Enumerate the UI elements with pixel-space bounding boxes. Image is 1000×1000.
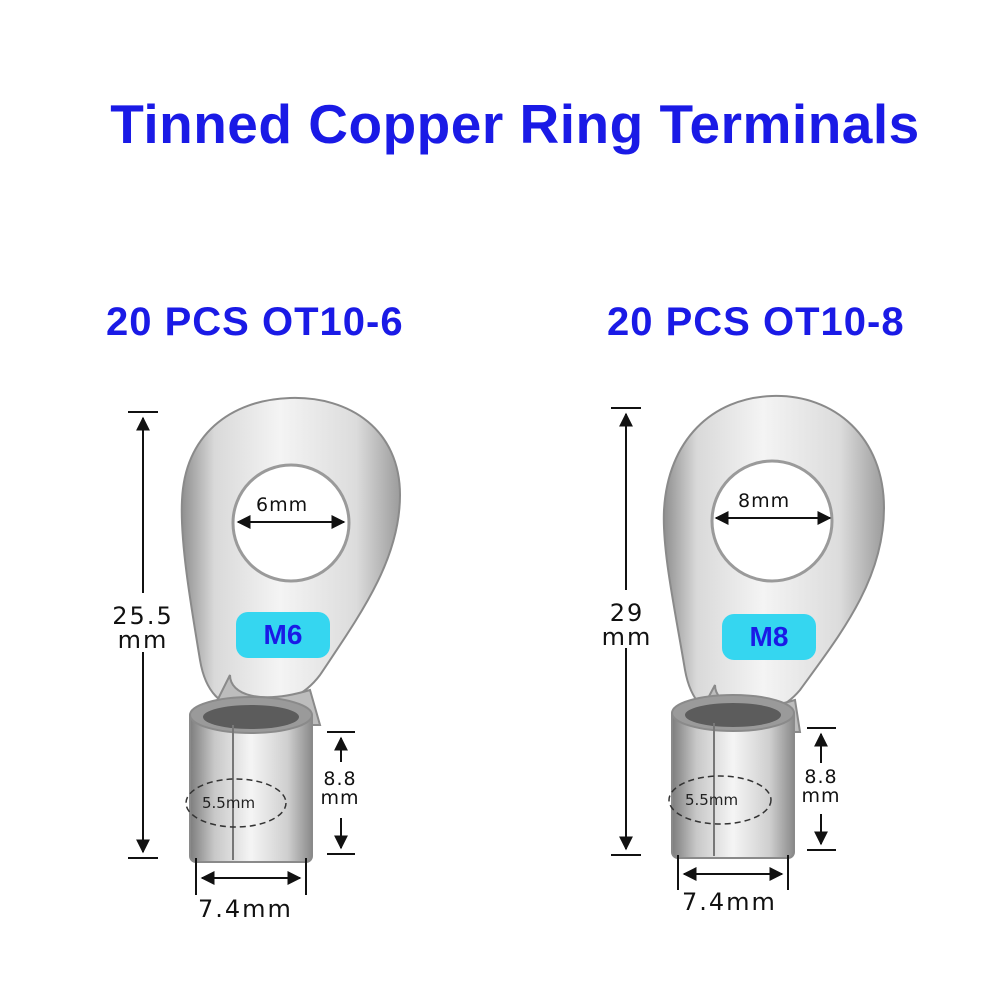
thread-size-badge: M6 <box>236 612 330 658</box>
barrel-length-unit: mm <box>801 785 841 807</box>
ring-terminal-m6-image <box>128 396 402 895</box>
page-title: Tinned Copper Ring Terminals <box>110 93 920 155</box>
hole-diameter-label: 8mm <box>738 490 791 512</box>
barrel-length-unit: mm <box>320 787 360 809</box>
wire-diameter-label: 5.5mm <box>202 794 256 812</box>
barrel-width-label: 7.4mm <box>198 895 293 923</box>
barrel-length-value: 8.8 <box>804 766 838 788</box>
thread-size-badge: M8 <box>722 614 816 660</box>
hole-diameter-label: 6mm <box>256 494 309 516</box>
total-length-value: 29 <box>609 599 645 627</box>
total-length-unit: mm <box>117 626 169 654</box>
product-title-ot10-8: 20 PCS OT10-8 <box>607 300 905 344</box>
total-length-value: 25.5 <box>112 602 174 630</box>
barrel-width-label: 7.4mm <box>682 888 777 916</box>
product-ot10-6: 6mm 25.5 mm M6 5.5mm 8.8 mm 7.4mm <box>0 390 500 950</box>
ring-terminal-m8-image <box>611 394 886 890</box>
product-ot10-8: 8mm 29 mm M8 5.5mm 8.8 mm 7.4mm <box>500 390 1000 950</box>
wire-diameter-label: 5.5mm <box>685 791 739 809</box>
total-length-unit: mm <box>601 623 653 651</box>
product-title-ot10-6: 20 PCS OT10-6 <box>106 300 404 344</box>
ring-hole <box>710 459 834 583</box>
barrel-length-value: 8.8 <box>323 768 357 790</box>
